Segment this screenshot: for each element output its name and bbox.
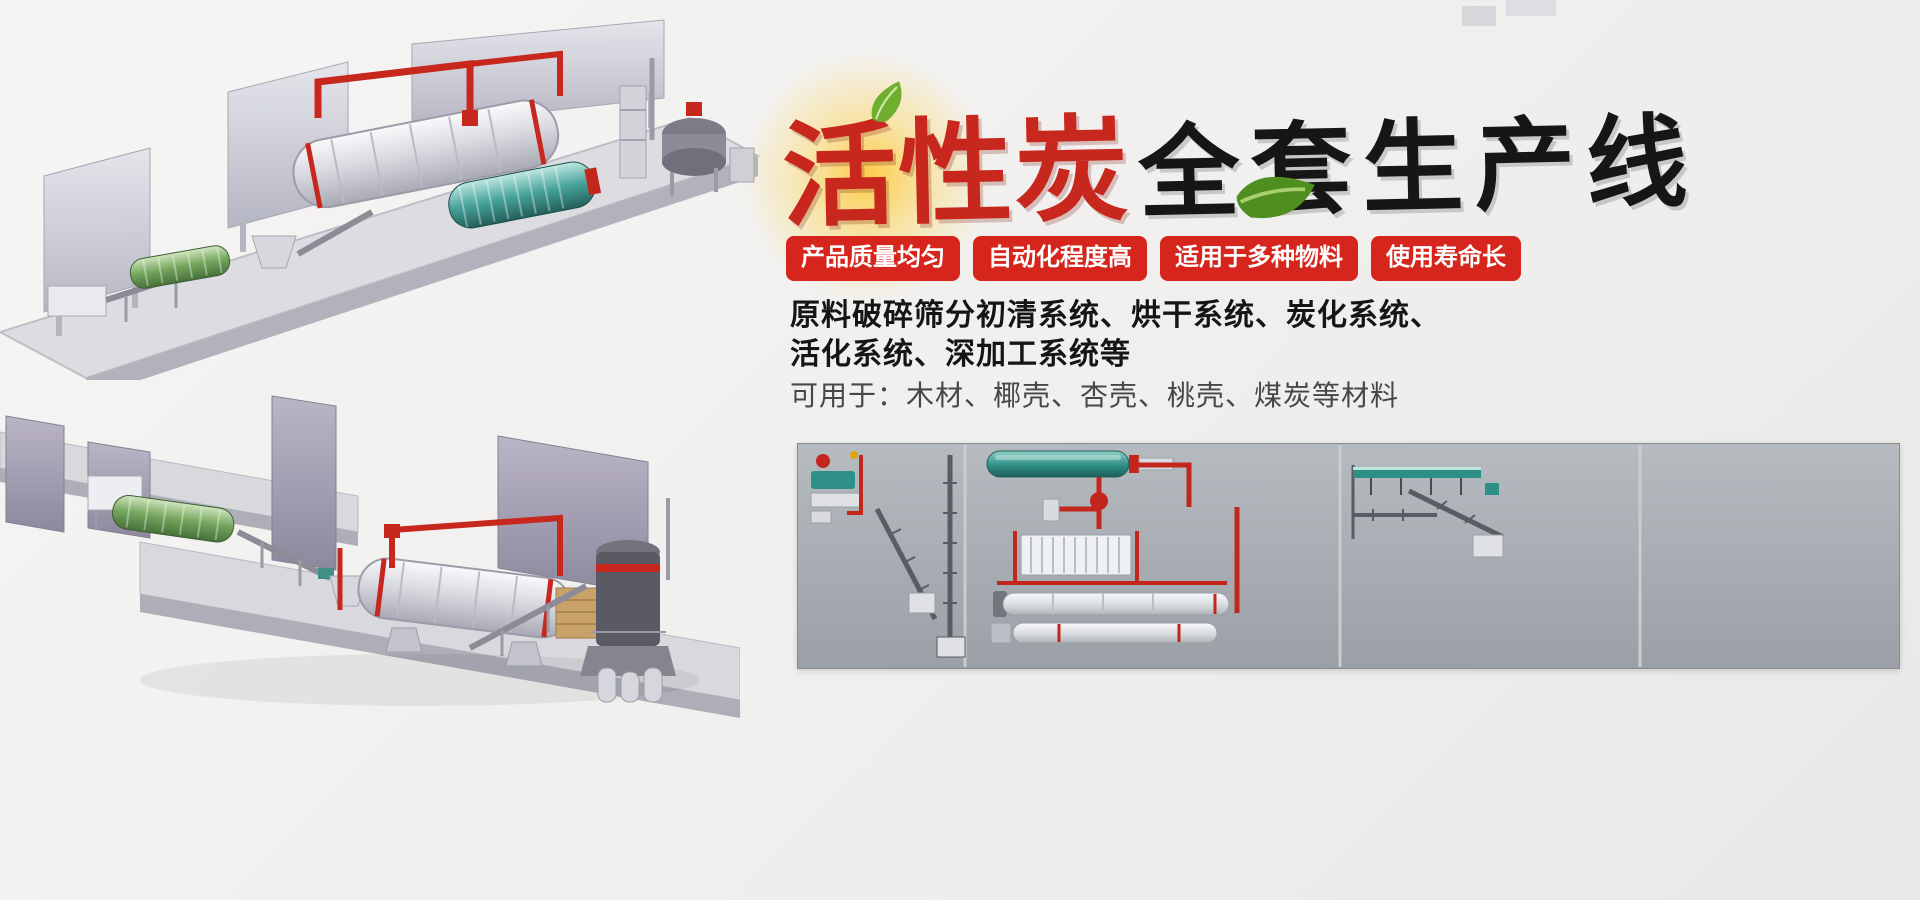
tank-cluster xyxy=(597,667,663,703)
title-black-text: 全套生产线 xyxy=(1137,106,1700,231)
rotary-kiln xyxy=(357,557,573,639)
system-description-line2: 活化系统、深加工系统等 xyxy=(790,338,1131,371)
system-description-line1: 原料破碎筛分初清系统、烘干系统、炭化系统、 xyxy=(790,299,1441,332)
bay-dividers xyxy=(963,445,1642,667)
dome-tank xyxy=(662,102,726,196)
background-machinery-fragment xyxy=(1462,0,1562,35)
bucket-elevator xyxy=(936,455,966,658)
green-drum xyxy=(111,494,235,543)
feed-crusher-cluster xyxy=(810,451,863,524)
render-top-svg xyxy=(0,19,761,398)
badge-uniform-quality: 产品质量均匀 xyxy=(786,236,960,281)
production-line-3d-render-bottom xyxy=(0,380,741,900)
red-piping xyxy=(337,514,563,610)
render-bottom-svg xyxy=(0,395,741,718)
plant-layout-diagram xyxy=(797,443,1900,669)
leaf-icon xyxy=(1236,176,1315,219)
production-line-3d-render-top xyxy=(0,0,761,398)
teal-drum xyxy=(448,161,602,229)
fragment-svg xyxy=(1462,0,1556,26)
layout-diagram-svg xyxy=(797,443,1900,669)
red-piping xyxy=(314,50,563,126)
dust-collector-tower xyxy=(619,58,655,179)
badge-long-life: 使用寿命长 xyxy=(1371,236,1521,281)
system-description: 原料破碎筛分初清系统、烘干系统、炭化系统、 活化系统、深加工系统等 xyxy=(790,296,1441,374)
badge-high-automation: 自动化程度高 xyxy=(973,236,1147,281)
rotary-dryer xyxy=(292,99,560,209)
cooling-conveyor-cluster xyxy=(1351,465,1505,558)
green-drum xyxy=(129,245,231,289)
heat-exchanger xyxy=(997,531,1227,585)
incline-conveyor xyxy=(874,507,938,621)
kiln-cylinders xyxy=(990,507,1240,644)
material-usage-text: 可用于：木材、椰壳、杏壳、桃壳、煤炭等材料 xyxy=(790,380,1400,411)
title-red-text: 活性炭 xyxy=(781,106,1132,241)
badge-multi-material: 适用于多种物料 xyxy=(1160,236,1358,281)
cyclone-piping xyxy=(1042,462,1192,529)
feature-badges: 产品质量均匀 自动化程度高 适用于多种物料 使用寿命长 xyxy=(786,236,1521,281)
leaf-icon xyxy=(871,81,902,122)
